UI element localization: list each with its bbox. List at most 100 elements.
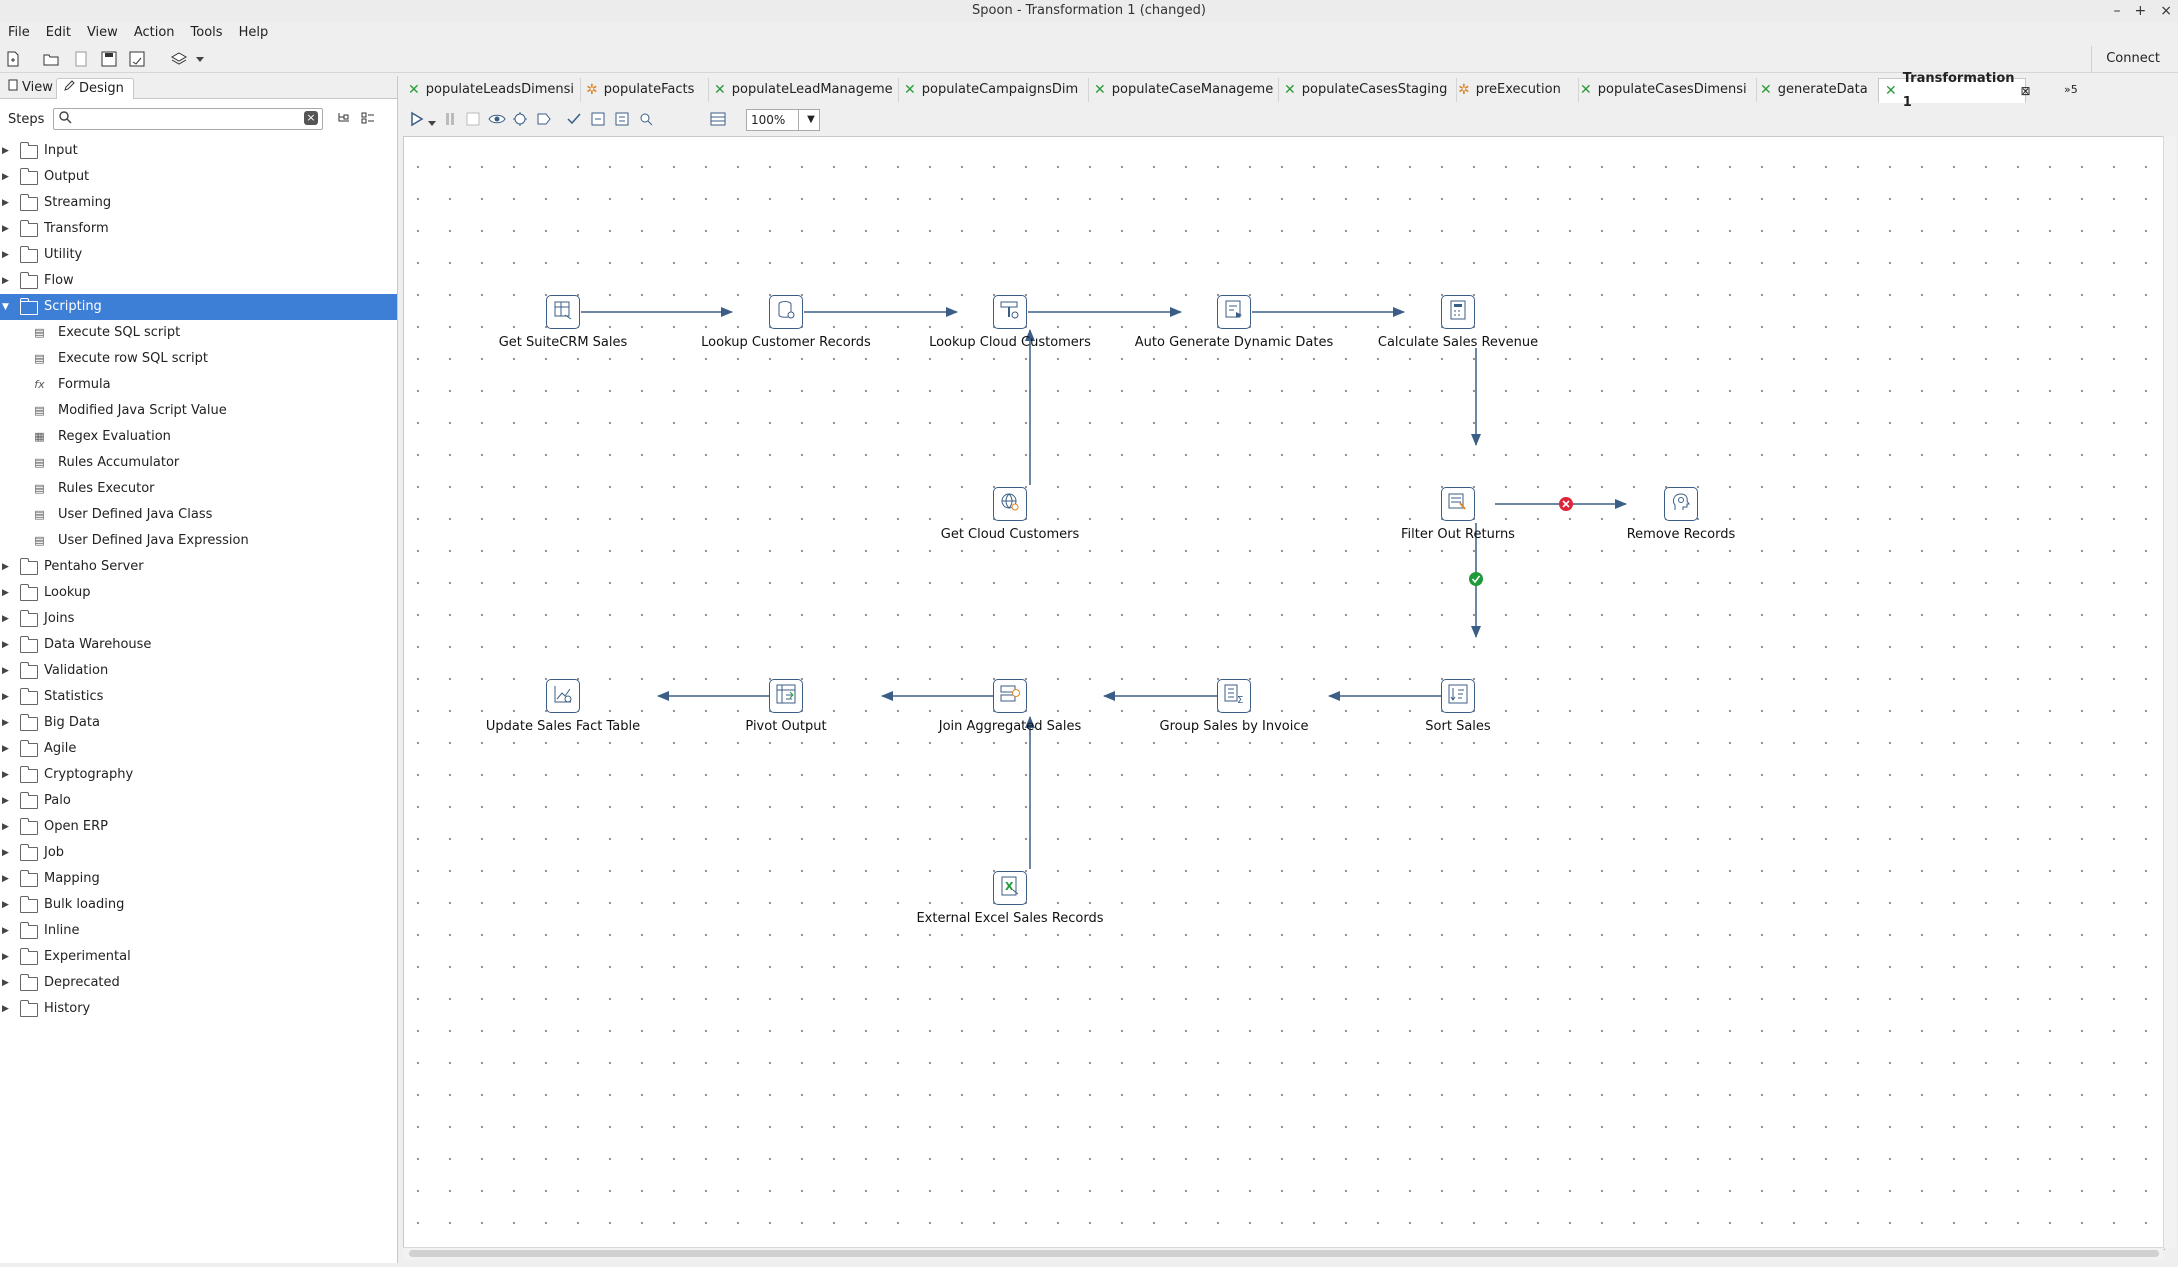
zoom-select[interactable]: 100% ▼ — [746, 109, 820, 131]
expand-arrow-icon[interactable]: ▶ — [2, 926, 9, 936]
step-get-cloud-customers[interactable] — [993, 487, 1027, 521]
step-pivot-output[interactable] — [769, 679, 803, 713]
expand-arrow-icon[interactable]: ▶ — [2, 718, 9, 728]
expand-arrow-icon[interactable]: ▶ — [2, 1004, 9, 1014]
tab-populate-cases-dimension[interactable]: ✕populateCasesDimensi — [1574, 78, 1757, 102]
menu-action[interactable]: Action — [133, 25, 175, 40]
expand-arrow-icon[interactable]: ▶ — [2, 640, 9, 650]
clear-search-icon[interactable]: × — [304, 111, 318, 125]
tree-step-item[interactable]: ▤User Defined Java Expression — [0, 528, 397, 554]
menu-edit[interactable]: Edit — [45, 25, 71, 40]
canvas-horizontal-scrollbar[interactable] — [403, 1247, 2163, 1260]
expand-all-icon[interactable] — [360, 110, 376, 130]
transformation-canvas[interactable]: Get SuiteCRM Sales Lookup Customer Recor… — [403, 136, 2165, 1250]
tab-populate-lead-management[interactable]: ✕populateLeadManageme — [708, 78, 899, 102]
tree-category[interactable]: ▶Statistics — [0, 684, 397, 710]
tree-category[interactable]: ▶Joins — [0, 606, 397, 632]
step-external-excel-sales-records[interactable]: X — [993, 871, 1027, 905]
tree-category[interactable]: ▶Experimental — [0, 944, 397, 970]
tree-category[interactable]: ▶Inline — [0, 918, 397, 944]
expand-arrow-icon[interactable]: ▶ — [2, 224, 9, 234]
tree-category-scripting[interactable]: ▼Scripting — [0, 294, 397, 320]
replay-icon[interactable] — [536, 111, 552, 131]
tree-step-item[interactable]: ▤Execute row SQL script — [0, 346, 397, 372]
more-tabs-button[interactable]: »5 — [2064, 83, 2078, 96]
expand-arrow-icon[interactable]: ▶ — [2, 250, 9, 260]
debug-icon[interactable] — [512, 111, 528, 131]
tree-category[interactable]: ▶Flow — [0, 268, 397, 294]
tree-category[interactable]: ▶Bulk loading — [0, 892, 397, 918]
tab-generate-data[interactable]: ✕generateData — [1754, 78, 1881, 102]
tree-step-item[interactable]: ▤Execute SQL script — [0, 320, 397, 346]
tree-category[interactable]: ▶Input — [0, 138, 397, 164]
expand-arrow-icon[interactable]: ▶ — [2, 666, 9, 676]
expand-arrow-icon[interactable]: ▶ — [2, 978, 9, 988]
expand-arrow-icon[interactable]: ▶ — [2, 822, 9, 832]
menu-view[interactable]: View — [86, 25, 118, 40]
tree-category[interactable]: ▶Agile — [0, 736, 397, 762]
collapse-arrow-icon[interactable]: ▼ — [2, 302, 9, 312]
step-get-suitecrm-sales[interactable] — [546, 295, 580, 329]
tree-category[interactable]: ▶Lookup — [0, 580, 397, 606]
close-button[interactable]: × — [2160, 3, 2172, 19]
sql-icon[interactable] — [614, 111, 630, 131]
tree-category[interactable]: ▶Job — [0, 840, 397, 866]
tree-category[interactable]: ▶Validation — [0, 658, 397, 684]
tab-pre-execution[interactable]: ✲preExecution — [1452, 78, 1579, 102]
expand-arrow-icon[interactable]: ▶ — [2, 172, 9, 182]
menu-file[interactable]: File — [8, 25, 30, 40]
step-group-sales-by-invoice[interactable]: Σ — [1217, 679, 1251, 713]
tree-step-item[interactable]: ▤Rules Accumulator — [0, 450, 397, 476]
expand-arrow-icon[interactable]: ▶ — [2, 614, 9, 624]
step-auto-generate-dynamic-dates[interactable] — [1217, 295, 1251, 329]
tab-transformation-1[interactable]: ✕Transformation 1⊠ — [1878, 71, 2031, 110]
expand-arrow-icon[interactable]: ▶ — [2, 562, 9, 572]
layers-icon[interactable] — [170, 50, 188, 68]
show-results-icon[interactable] — [710, 111, 726, 131]
tab-populate-leads-dimension[interactable]: ✕populateLeadsDimensi — [402, 78, 581, 102]
preview-icon[interactable] — [488, 112, 506, 130]
connect-button[interactable]: Connect — [2091, 46, 2160, 72]
open-file-icon[interactable] — [42, 50, 60, 68]
tree-step-item[interactable]: ▦Regex Evaluation — [0, 424, 397, 450]
run-dropdown-icon[interactable] — [428, 116, 436, 131]
maximize-button[interactable]: + — [2134, 3, 2147, 19]
tab-populate-case-management[interactable]: ✕populateCaseManageme — [1088, 78, 1279, 102]
tree-category[interactable]: ▶Utility — [0, 242, 397, 268]
stop-icon[interactable] — [466, 112, 480, 130]
run-icon[interactable] — [410, 111, 424, 131]
tree-category[interactable]: ▶Deprecated — [0, 970, 397, 996]
tree-category[interactable]: ▶Streaming — [0, 190, 397, 216]
step-update-sales-fact-table[interactable] — [546, 679, 580, 713]
expand-arrow-icon[interactable]: ▶ — [2, 588, 9, 598]
verify-icon[interactable] — [566, 111, 582, 131]
impact-icon[interactable] — [590, 111, 606, 131]
new-file-icon[interactable] — [4, 50, 22, 68]
canvas-vertical-scrollbar[interactable] — [2163, 136, 2176, 1248]
expand-arrow-icon[interactable]: ▶ — [2, 744, 9, 754]
expand-arrow-icon[interactable]: ▶ — [2, 874, 9, 884]
expand-arrow-icon[interactable]: ▶ — [2, 146, 9, 156]
tree-category[interactable]: ▶Mapping — [0, 866, 397, 892]
close-tab-icon[interactable]: ⊠ — [2020, 84, 2031, 98]
step-calculate-sales-revenue[interactable] — [1441, 295, 1475, 329]
tab-populate-cases-staging[interactable]: ✕populateCasesStaging — [1278, 78, 1457, 102]
step-filter-out-returns[interactable] — [1441, 487, 1475, 521]
tree-category[interactable]: ▶Data Warehouse — [0, 632, 397, 658]
step-sort-sales[interactable] — [1441, 679, 1475, 713]
step-remove-records[interactable] — [1664, 487, 1698, 521]
pause-icon[interactable] — [444, 111, 456, 131]
collapse-all-icon[interactable] — [336, 110, 352, 130]
menu-tools[interactable]: Tools — [190, 25, 223, 40]
tree-step-item[interactable]: ▤User Defined Java Class — [0, 502, 397, 528]
expand-arrow-icon[interactable]: ▶ — [2, 198, 9, 208]
save-as-icon[interactable] — [128, 50, 146, 68]
tree-category[interactable]: ▶Output — [0, 164, 397, 190]
tree-category[interactable]: ▶History — [0, 996, 397, 1022]
design-tab[interactable]: Design — [56, 78, 134, 99]
tab-populate-campaigns-dim[interactable]: ✕populateCampaignsDim — [898, 78, 1089, 102]
tree-step-item[interactable]: ▤Rules Executor — [0, 476, 397, 502]
tab-populate-facts[interactable]: ✲populateFacts — [580, 78, 709, 102]
save-icon[interactable] — [100, 50, 118, 68]
zoom-dropdown-icon[interactable]: ▼ — [798, 110, 819, 130]
